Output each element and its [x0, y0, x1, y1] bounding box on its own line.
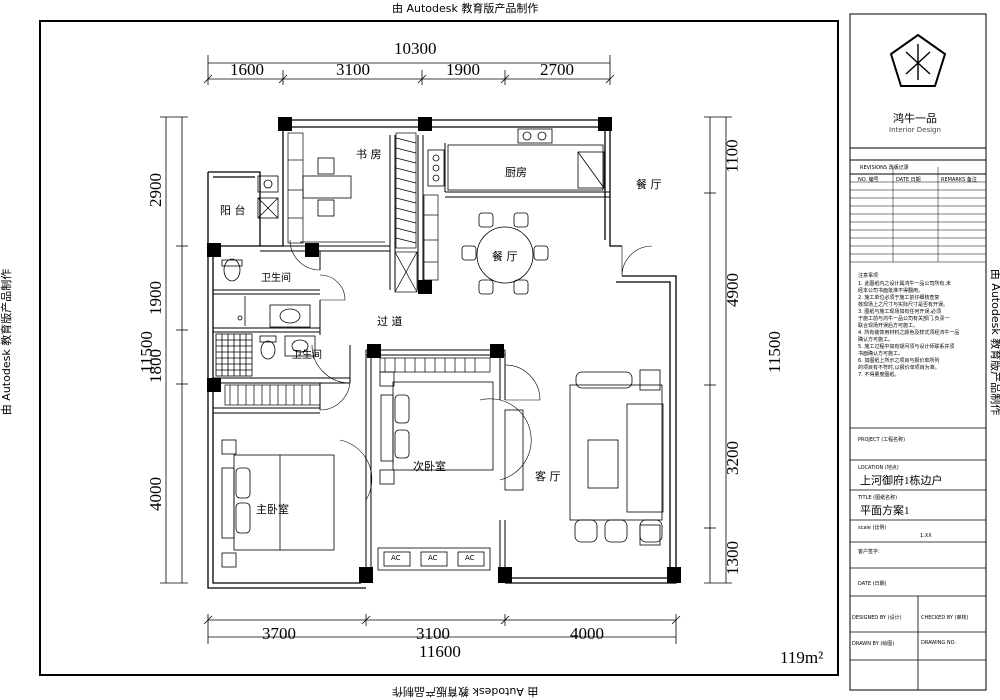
master-bed: [221, 439, 335, 568]
watermark-top: 由 Autodesk 教育版产品制作: [392, 2, 539, 15]
scale-value: 1:XX: [920, 533, 932, 539]
dim-bottom-3: 4000: [570, 624, 604, 643]
ac-strip: [377, 547, 491, 571]
dining-table: [461, 212, 549, 295]
second-bed: [379, 371, 524, 491]
area-label: 119m²: [780, 648, 824, 667]
kitchen-fixtures: [427, 128, 605, 191]
note-line: 核现场上之尺寸与实际尺寸是否有开误。: [858, 302, 949, 308]
dim-top-3: 1900: [446, 60, 480, 79]
note-line: 经本公司书面批准不得翻用。: [858, 288, 924, 294]
revisions-label: REVISIONS 改版记录: [860, 165, 909, 171]
living-room-furniture: [569, 369, 664, 546]
note-line: 7. 不得量度图纸。: [858, 372, 900, 378]
notes-list: 1. 此图纸内之设计属鸿牛一品公司所有,未 经本公司书面批准不得翻用。 2. 施…: [858, 280, 984, 378]
note-line: 确认方可施工。: [858, 337, 894, 343]
bottom-dimension-lines: [203, 614, 681, 644]
date-label: DATE (日期): [858, 581, 887, 587]
rev-remarks-label: REMARKS 备注: [941, 177, 977, 183]
dim-bottom-total: 11600: [419, 642, 461, 661]
client-signature-label: 客户签字:: [858, 549, 880, 555]
structural-columns: [207, 117, 681, 583]
door-swings: [289, 239, 653, 501]
note-line: 的项目有不符时,以报价单项目为准。: [858, 365, 940, 371]
drawn-by-label: DRAWN BY (绘图): [852, 641, 895, 647]
location-value: 上河御府1栋边户: [860, 475, 943, 487]
note-line: 于施工前与鸿牛一品公司有关部门,负责一: [858, 316, 950, 322]
dim-bottom-2: 3100: [416, 624, 450, 643]
room-study: 书 房: [356, 148, 382, 161]
room-dining-upper: 餐 厅: [636, 178, 662, 191]
rev-no-label: NO. 编号: [858, 177, 879, 183]
room-bathroom-2: 卫生间: [292, 350, 322, 361]
top-dimension-lines: [203, 55, 615, 85]
room-bathroom-1: 卫生间: [261, 273, 291, 284]
note-line: 4. 所有装饰用材料之颜色及样式须经鸿牛一品: [858, 330, 960, 336]
ac-label-3: AC: [465, 554, 475, 562]
room-kitchen: 厨房: [505, 166, 527, 179]
exterior-walls: [207, 119, 677, 589]
location-label: LOCATION (地点): [858, 465, 899, 471]
dim-top-4: 2700: [540, 60, 574, 79]
note-line: 联合现场开误后方可施工。: [858, 323, 919, 329]
company-name: 鸿牛一品: [893, 112, 937, 125]
company-logo: [889, 33, 947, 87]
dim-top-total: 10300: [394, 39, 437, 58]
dim-bottom-1: 3700: [262, 624, 296, 643]
dim-top-2: 3100: [336, 60, 370, 79]
note-line: 5. 施工过程中如有疑问须与设计师联系并须: [858, 344, 955, 350]
study-furniture: [300, 157, 385, 243]
note-line: 书面确认方可施工。: [858, 351, 904, 357]
interior-walls: [213, 135, 610, 583]
note-line: 6. 如图纸上所示之项目与报价单所列: [858, 358, 940, 364]
company-name-en: Interior Design: [889, 126, 941, 134]
room-corridor: 过 道: [377, 315, 403, 328]
title-label: TITLE (图纸名称): [858, 495, 898, 501]
room-second-bedroom: 次卧室: [413, 460, 446, 473]
drawing-no-label: DRAWING NO.: [921, 640, 956, 646]
note-line: 3. 图纸与施工现场如有任何开误,必须: [858, 309, 941, 315]
designed-by-label: DESIGNED BY (设计): [852, 615, 902, 621]
rev-date-label: DATE 日期: [896, 177, 921, 183]
bathroom2-fixtures: [215, 333, 316, 377]
ac-label-1: AC: [391, 554, 401, 562]
checked-by-label: CHECKED BY (审核): [921, 615, 969, 621]
left-dimension-lines: [160, 116, 188, 584]
notes-title: 注意事项: [858, 273, 879, 279]
drawing-title: 平面方案1: [860, 505, 910, 517]
room-dining: 餐 厅: [492, 250, 518, 263]
right-dimension-lines: [704, 116, 732, 584]
drawing-border: [39, 20, 839, 676]
project-label: PROJECT (工程名称): [858, 437, 906, 443]
dim-top-1: 1600: [230, 60, 264, 79]
note-line: 1. 此图纸内之设计属鸿牛一品公司所有,未: [858, 281, 951, 287]
balcony-fixtures: [257, 175, 279, 219]
room-master-bedroom: 主卧室: [256, 503, 289, 516]
bathroom1-fixtures: [221, 258, 311, 328]
room-living: 客 厅: [535, 470, 561, 483]
note-line: 2. 施工单位必须于施工前仔细核查复: [858, 295, 940, 301]
scale-label: scale (比例): [858, 525, 887, 531]
room-balcony: 阳 台: [220, 204, 246, 217]
ac-label-2: AC: [428, 554, 438, 562]
